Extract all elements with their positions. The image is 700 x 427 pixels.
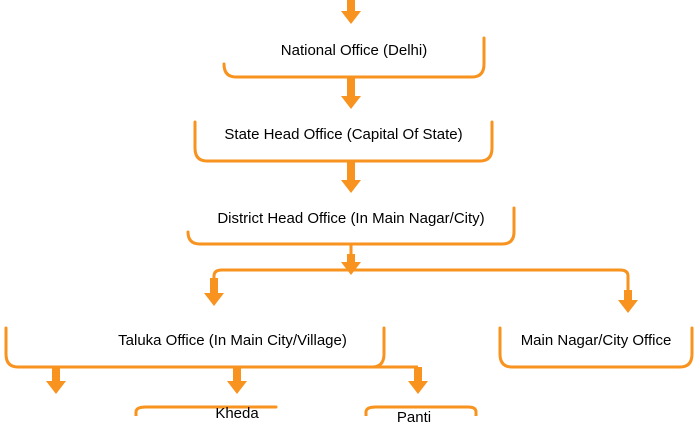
arrow-national-to-state bbox=[341, 77, 361, 109]
node-frame-city bbox=[498, 326, 694, 369]
arrow-district-to-branch bbox=[341, 254, 361, 275]
node-frame-national bbox=[222, 36, 486, 79]
node-city-label: Main Nagar/City Office bbox=[520, 332, 672, 349]
arrow-to-city bbox=[618, 290, 638, 313]
node-partial-right-label: Panti bbox=[396, 409, 432, 426]
connector-branch-bar bbox=[212, 268, 630, 296]
arrow-state-to-district bbox=[341, 161, 361, 193]
node-frame-partial-right bbox=[364, 405, 478, 416]
arrow-to-taluka bbox=[204, 278, 224, 306]
node-state-label: State Head Office (Capital Of State) bbox=[224, 126, 463, 143]
arrow-top bbox=[341, 0, 361, 24]
node-kheda-label: Kheda bbox=[215, 405, 259, 422]
arrow-taluka-left bbox=[46, 367, 66, 394]
node-taluka-label: Taluka Office (In Main City/Village) bbox=[118, 332, 347, 349]
node-national-label: National Office (Delhi) bbox=[280, 42, 428, 59]
node-frame-district bbox=[186, 206, 516, 246]
hierarchy-diagram bbox=[4, 0, 694, 416]
node-frame-kheda bbox=[134, 405, 278, 416]
node-frame-state bbox=[193, 120, 494, 163]
node-district-label: District Head Office (In Main Nagar/City… bbox=[217, 210, 485, 227]
arrow-taluka-middle bbox=[227, 367, 247, 394]
arrow-taluka-right bbox=[408, 367, 428, 394]
